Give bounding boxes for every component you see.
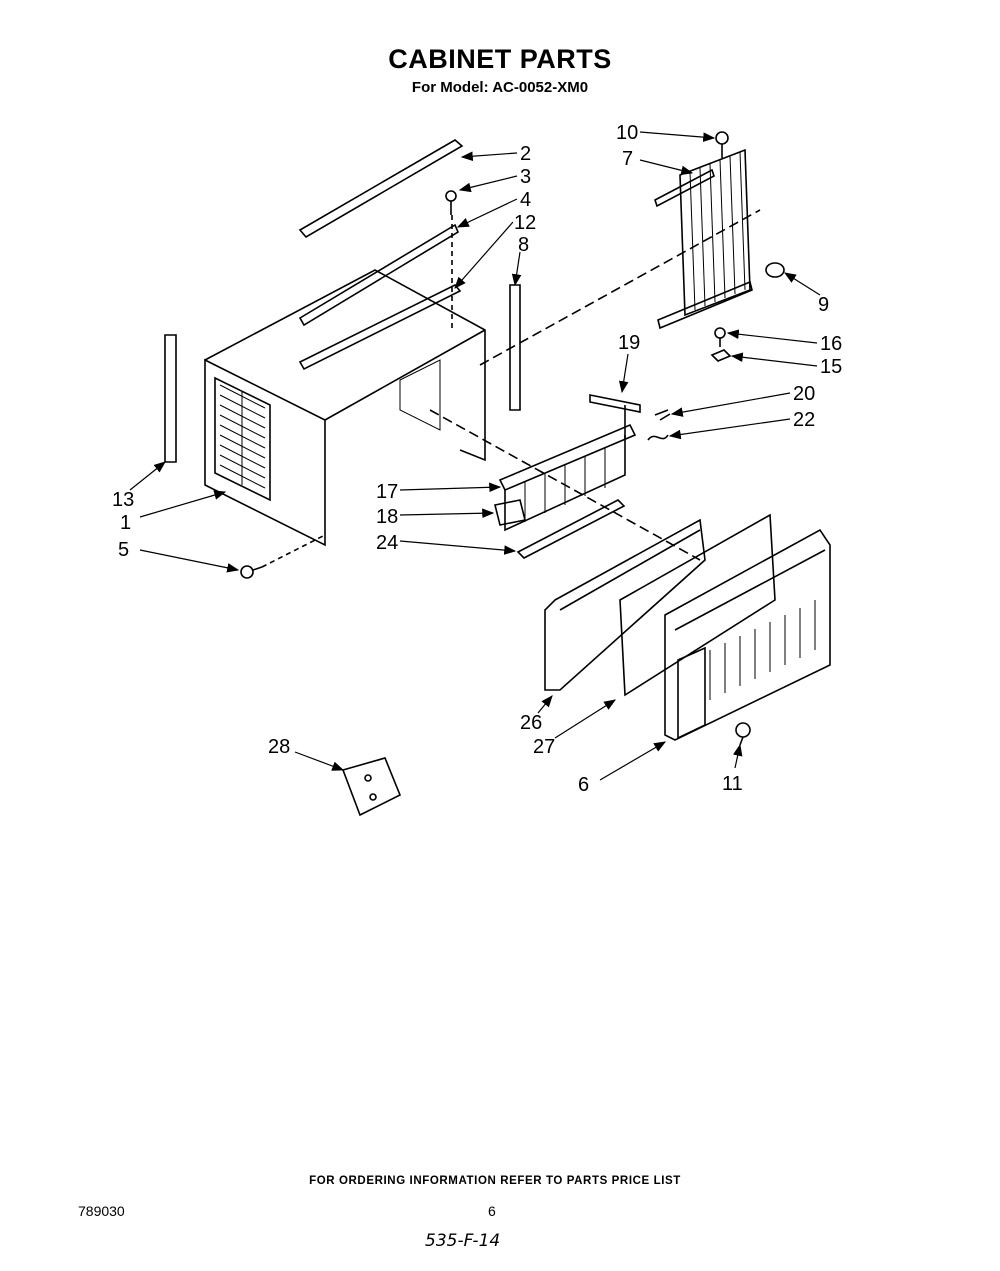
callout-label-28: 28 (268, 736, 290, 758)
part-20-clip (654, 409, 671, 421)
callout-label-13: 13 (112, 489, 134, 511)
page-title: CABINET PARTS (388, 44, 612, 74)
callout-label-12: 12 (514, 212, 536, 234)
callout-leader-22 (668, 418, 791, 440)
part-12-seal (298, 284, 462, 371)
part-27-filter (619, 513, 776, 697)
callout-leader-2 (460, 151, 518, 162)
callout-label-5: 5 (118, 539, 129, 561)
callout-leader-5 (139, 549, 240, 573)
part-16-screw (714, 327, 726, 347)
callout-leader-7 (639, 159, 694, 176)
part-13-side-rail (164, 334, 177, 463)
part-15-clip (710, 349, 732, 362)
part-22-spring (647, 434, 669, 441)
callout-label-27: 27 (533, 736, 555, 758)
part-3-screw (445, 190, 457, 202)
callout-label-24: 24 (376, 532, 398, 554)
part-9-knob (765, 262, 785, 278)
part-24-strip (516, 499, 626, 559)
callout-leader-10 (639, 131, 716, 142)
callout-label-15: 15 (820, 356, 842, 378)
part-10-screw (715, 131, 729, 158)
callout-label-4: 4 (520, 189, 531, 211)
callout-label-10: 10 (616, 122, 638, 144)
callout-leader-16 (726, 329, 818, 344)
ordering-note: FOR ORDERING INFORMATION REFER TO PARTS … (309, 1175, 681, 1187)
page-number: 6 (488, 1203, 496, 1219)
callout-leader-26 (537, 695, 553, 714)
callout-label-17: 17 (376, 481, 398, 503)
callout-label-20: 20 (793, 383, 815, 405)
callout-leader-13 (129, 461, 166, 491)
evaporator-coil (657, 148, 753, 330)
callout-label-1: 1 (120, 512, 131, 534)
callout-leader-27 (554, 699, 617, 739)
callout-label-8: 8 (518, 234, 529, 256)
callout-label-9: 9 (818, 294, 829, 316)
model-subtitle: For Model: AC-0052-XM0 (411, 79, 589, 96)
part-6-front-grille (664, 528, 831, 741)
callout-label-7: 7 (622, 148, 633, 170)
callout-label-19: 19 (618, 332, 640, 354)
callout-leader-20 (670, 392, 791, 417)
callout-label-2: 2 (520, 143, 531, 165)
part-18-damper (494, 499, 526, 526)
callout-leader-11 (733, 743, 743, 769)
callout-leader-12 (454, 221, 514, 289)
callout-leader-3 (458, 175, 518, 193)
callout-leader-8 (511, 251, 522, 287)
handwritten-code: 535-F-14 (425, 1231, 501, 1251)
callout-label-11: 11 (722, 773, 743, 795)
callout-leader-4 (456, 198, 518, 228)
callout-label-6: 6 (578, 774, 589, 796)
part-2-top-strip (298, 139, 464, 239)
callout-label-16: 16 (820, 333, 842, 355)
callout-label-3: 3 (520, 166, 531, 188)
callout-label-26: 26 (520, 712, 542, 734)
part-7-strip (654, 168, 715, 208)
callout-leader-6 (599, 741, 667, 781)
part-11-knob (735, 722, 751, 746)
document-number: 789030 (78, 1203, 125, 1219)
callout-label-18: 18 (376, 506, 398, 528)
part-1-cabinet (204, 269, 486, 547)
part-4-bracket (298, 223, 460, 327)
callout-leader-9 (783, 272, 821, 296)
callout-leader-24 (399, 540, 517, 555)
part-5-screw (240, 565, 263, 579)
callout-leader-15 (730, 352, 818, 367)
part-28-bracket (341, 757, 402, 817)
part-17-louver-assembly (498, 423, 637, 532)
callout-leader-1 (139, 490, 227, 518)
callout-leader-17 (399, 482, 502, 493)
part-19-lever (589, 394, 641, 413)
callout-leader-18 (399, 508, 495, 519)
callout-label-22: 22 (793, 409, 815, 431)
callout-leader-19 (618, 353, 629, 394)
callout-leader-28 (294, 751, 345, 771)
part-26-filter-frame (544, 518, 706, 691)
